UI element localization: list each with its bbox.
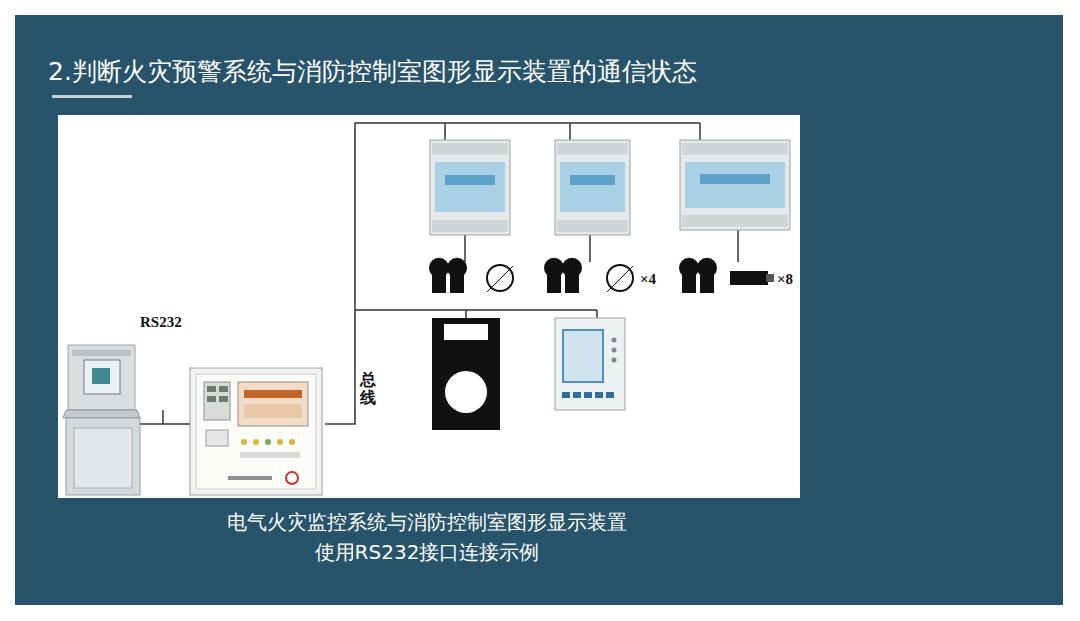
wires-part <box>140 423 190 425</box>
monitor-module-1-part <box>432 143 508 155</box>
sensors-part <box>487 266 513 292</box>
bus-label: 总线 <box>360 371 376 406</box>
monitor-module-2-part <box>570 175 615 185</box>
monitor-module-3-part <box>685 162 785 208</box>
detector-panel-part <box>606 392 614 398</box>
monitor-module-2-part <box>560 162 625 212</box>
monitor-module-1-part <box>430 140 510 235</box>
monitor-module-1 <box>430 140 510 235</box>
monitor-module-2-part <box>557 220 628 232</box>
current-transformer <box>432 318 500 430</box>
monitoring-host-part <box>241 439 247 445</box>
monitor-module-1-part <box>432 220 508 232</box>
detector-panel-part <box>562 392 570 398</box>
detector-panel-part <box>563 330 603 382</box>
monitoring-host-part <box>240 452 300 458</box>
monitoring-host-part <box>289 439 295 445</box>
monitoring-host-part <box>190 368 322 495</box>
slide-ground-part <box>15 15 1063 605</box>
sensors <box>429 258 774 293</box>
graphic-display-cabinet-part <box>63 410 140 418</box>
sensors-part <box>544 258 564 293</box>
monitor-module-2-part <box>555 140 630 235</box>
monitoring-host-part <box>206 430 228 446</box>
slide-ground-part <box>52 95 132 98</box>
monitoring-host-part <box>196 374 316 489</box>
slide-ground-part <box>58 115 800 498</box>
monitoring-host-part <box>238 382 308 426</box>
wires-part <box>464 235 466 262</box>
graphic-display-cabinet-part <box>74 428 132 488</box>
monitor-module-3 <box>680 140 790 230</box>
detector-panel <box>555 318 625 410</box>
sensors-part <box>766 274 774 282</box>
monitoring-host-part <box>253 439 259 445</box>
wires-part <box>444 123 446 140</box>
wires-part <box>596 310 598 318</box>
wires-part <box>162 410 164 424</box>
wires-part <box>569 123 571 140</box>
monitor-module-3-part <box>682 215 788 227</box>
current-transformer-part <box>444 324 488 340</box>
interface-label: RS232 <box>140 313 182 331</box>
slide-title: 2.判断火灾预警系统与消防控制室图形显示装置的通信状态 <box>48 56 697 88</box>
detector-panel-part <box>555 318 625 410</box>
sensors-part <box>730 271 768 285</box>
monitor-module-2 <box>555 140 630 235</box>
wires-part <box>465 310 467 318</box>
monitoring-host-part <box>244 404 302 418</box>
monitoring-host-part <box>207 396 216 402</box>
monitor-module-3-part <box>680 140 790 230</box>
monitoring-host-part <box>286 472 298 484</box>
graphic-display-cabinet-part <box>84 360 120 394</box>
monitoring-host-part <box>244 390 302 398</box>
wires-part <box>737 230 739 262</box>
sensors-part <box>697 258 717 293</box>
monitoring-host-part <box>219 386 228 392</box>
sensors-part <box>487 265 513 291</box>
figure-caption: 电气火灾监控系统与消防控制室图形显示装置 使用RS232接口连接示例 <box>177 507 677 567</box>
monitoring-host-part <box>219 396 228 402</box>
sensors-part <box>607 265 633 291</box>
quantity-label: ×8 <box>777 270 793 288</box>
wires-part <box>325 123 700 424</box>
monitoring-host-part <box>277 439 283 445</box>
detector-panel-part <box>612 348 617 353</box>
monitor-module-1-part <box>435 162 505 212</box>
monitoring-host <box>190 368 322 495</box>
sensors-part <box>607 266 633 292</box>
monitor-module-2-part <box>557 143 628 155</box>
graphic-display-cabinet-part <box>68 345 135 410</box>
sensors-part <box>447 258 467 293</box>
wires-part <box>699 123 701 140</box>
monitoring-host-part <box>228 476 272 480</box>
monitoring-host-part <box>207 386 216 392</box>
monitor-module-3-part <box>700 174 770 184</box>
monitoring-host-part <box>265 439 271 445</box>
graphic-display-cabinet <box>63 345 140 495</box>
graphic-display-cabinet-part <box>92 368 110 384</box>
monitoring-host-part <box>204 382 230 420</box>
detector-panel-part <box>573 392 581 398</box>
graphic-display-cabinet-part <box>72 350 131 356</box>
current-transformer-part <box>445 371 487 413</box>
current-transformer-part <box>432 318 500 430</box>
wires-part <box>589 235 591 262</box>
sensors-part <box>562 258 582 293</box>
sensors-part <box>679 258 699 293</box>
wires-part <box>355 309 597 311</box>
monitor-module-1-part <box>445 175 495 185</box>
sensors-part <box>429 258 449 293</box>
monitor-module-3-part <box>682 143 788 155</box>
graphic-display-cabinet-part <box>66 418 140 495</box>
detector-panel-part <box>612 338 617 343</box>
detector-panel-part <box>612 358 617 363</box>
detector-panel-part <box>584 392 592 398</box>
detector-panel-part <box>595 392 603 398</box>
quantity-label: ×4 <box>640 270 656 288</box>
